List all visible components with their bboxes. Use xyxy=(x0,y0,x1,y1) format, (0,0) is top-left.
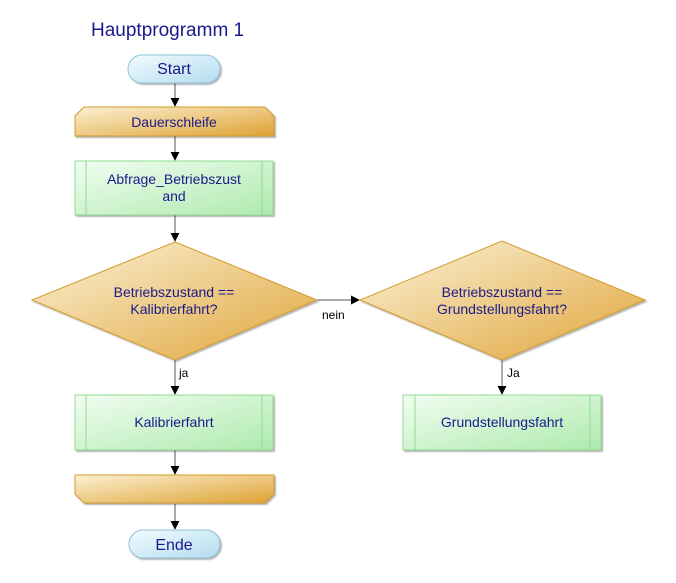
loop-end-node[interactable] xyxy=(74,474,275,504)
query-label-line2: and xyxy=(162,188,185,204)
decision2-node[interactable]: Betriebszustand == Grundstellungsfahrt? xyxy=(358,240,647,361)
decision2-label-line2: Grundstellungsfahrt? xyxy=(437,301,567,317)
decision1-label-line2: Kalibrierfahrt? xyxy=(130,301,217,317)
terminal-shape xyxy=(128,529,221,559)
loop-start-node[interactable]: Dauerschleife xyxy=(74,106,275,137)
calibration-node[interactable]: Kalibrierfahrt xyxy=(74,394,274,451)
decision1-node[interactable]: Betriebszustand == Kalibrierfahrt? xyxy=(30,241,319,361)
loop-start-shape xyxy=(74,106,275,137)
decision-shape xyxy=(30,241,319,361)
loop-end-shape xyxy=(74,474,275,504)
home-position-label: Grundstellungsfahrt xyxy=(441,414,563,430)
edges: nein ja Ja xyxy=(170,83,520,530)
subroutine-shape xyxy=(74,394,274,451)
decision1-label-line1: Betriebszustand == xyxy=(114,284,235,300)
query-label-line1: Abfrage_Betriebszust xyxy=(107,171,241,187)
start-node[interactable]: Start xyxy=(127,54,221,84)
terminal-shape xyxy=(127,54,221,84)
end-label: Ende xyxy=(155,537,192,554)
query-node[interactable]: Abfrage_Betriebszust and xyxy=(74,160,274,216)
loop-start-label: Dauerschleife xyxy=(131,114,217,130)
edge-label-Ja: Ja xyxy=(507,366,520,380)
edge-label-ja: ja xyxy=(178,366,189,380)
diagram-title: Hauptprogramm 1 xyxy=(91,20,244,41)
decision2-label-line1: Betriebszustand == xyxy=(442,284,563,300)
end-node[interactable]: Ende xyxy=(128,529,221,559)
subroutine-shape xyxy=(402,394,602,451)
start-label: Start xyxy=(157,61,191,78)
subroutine-shape xyxy=(74,160,274,216)
decision-shape xyxy=(358,240,647,361)
home-position-node[interactable]: Grundstellungsfahrt xyxy=(402,394,602,451)
edge-label-nein: nein xyxy=(322,308,345,322)
calibration-label: Kalibrierfahrt xyxy=(134,414,213,430)
